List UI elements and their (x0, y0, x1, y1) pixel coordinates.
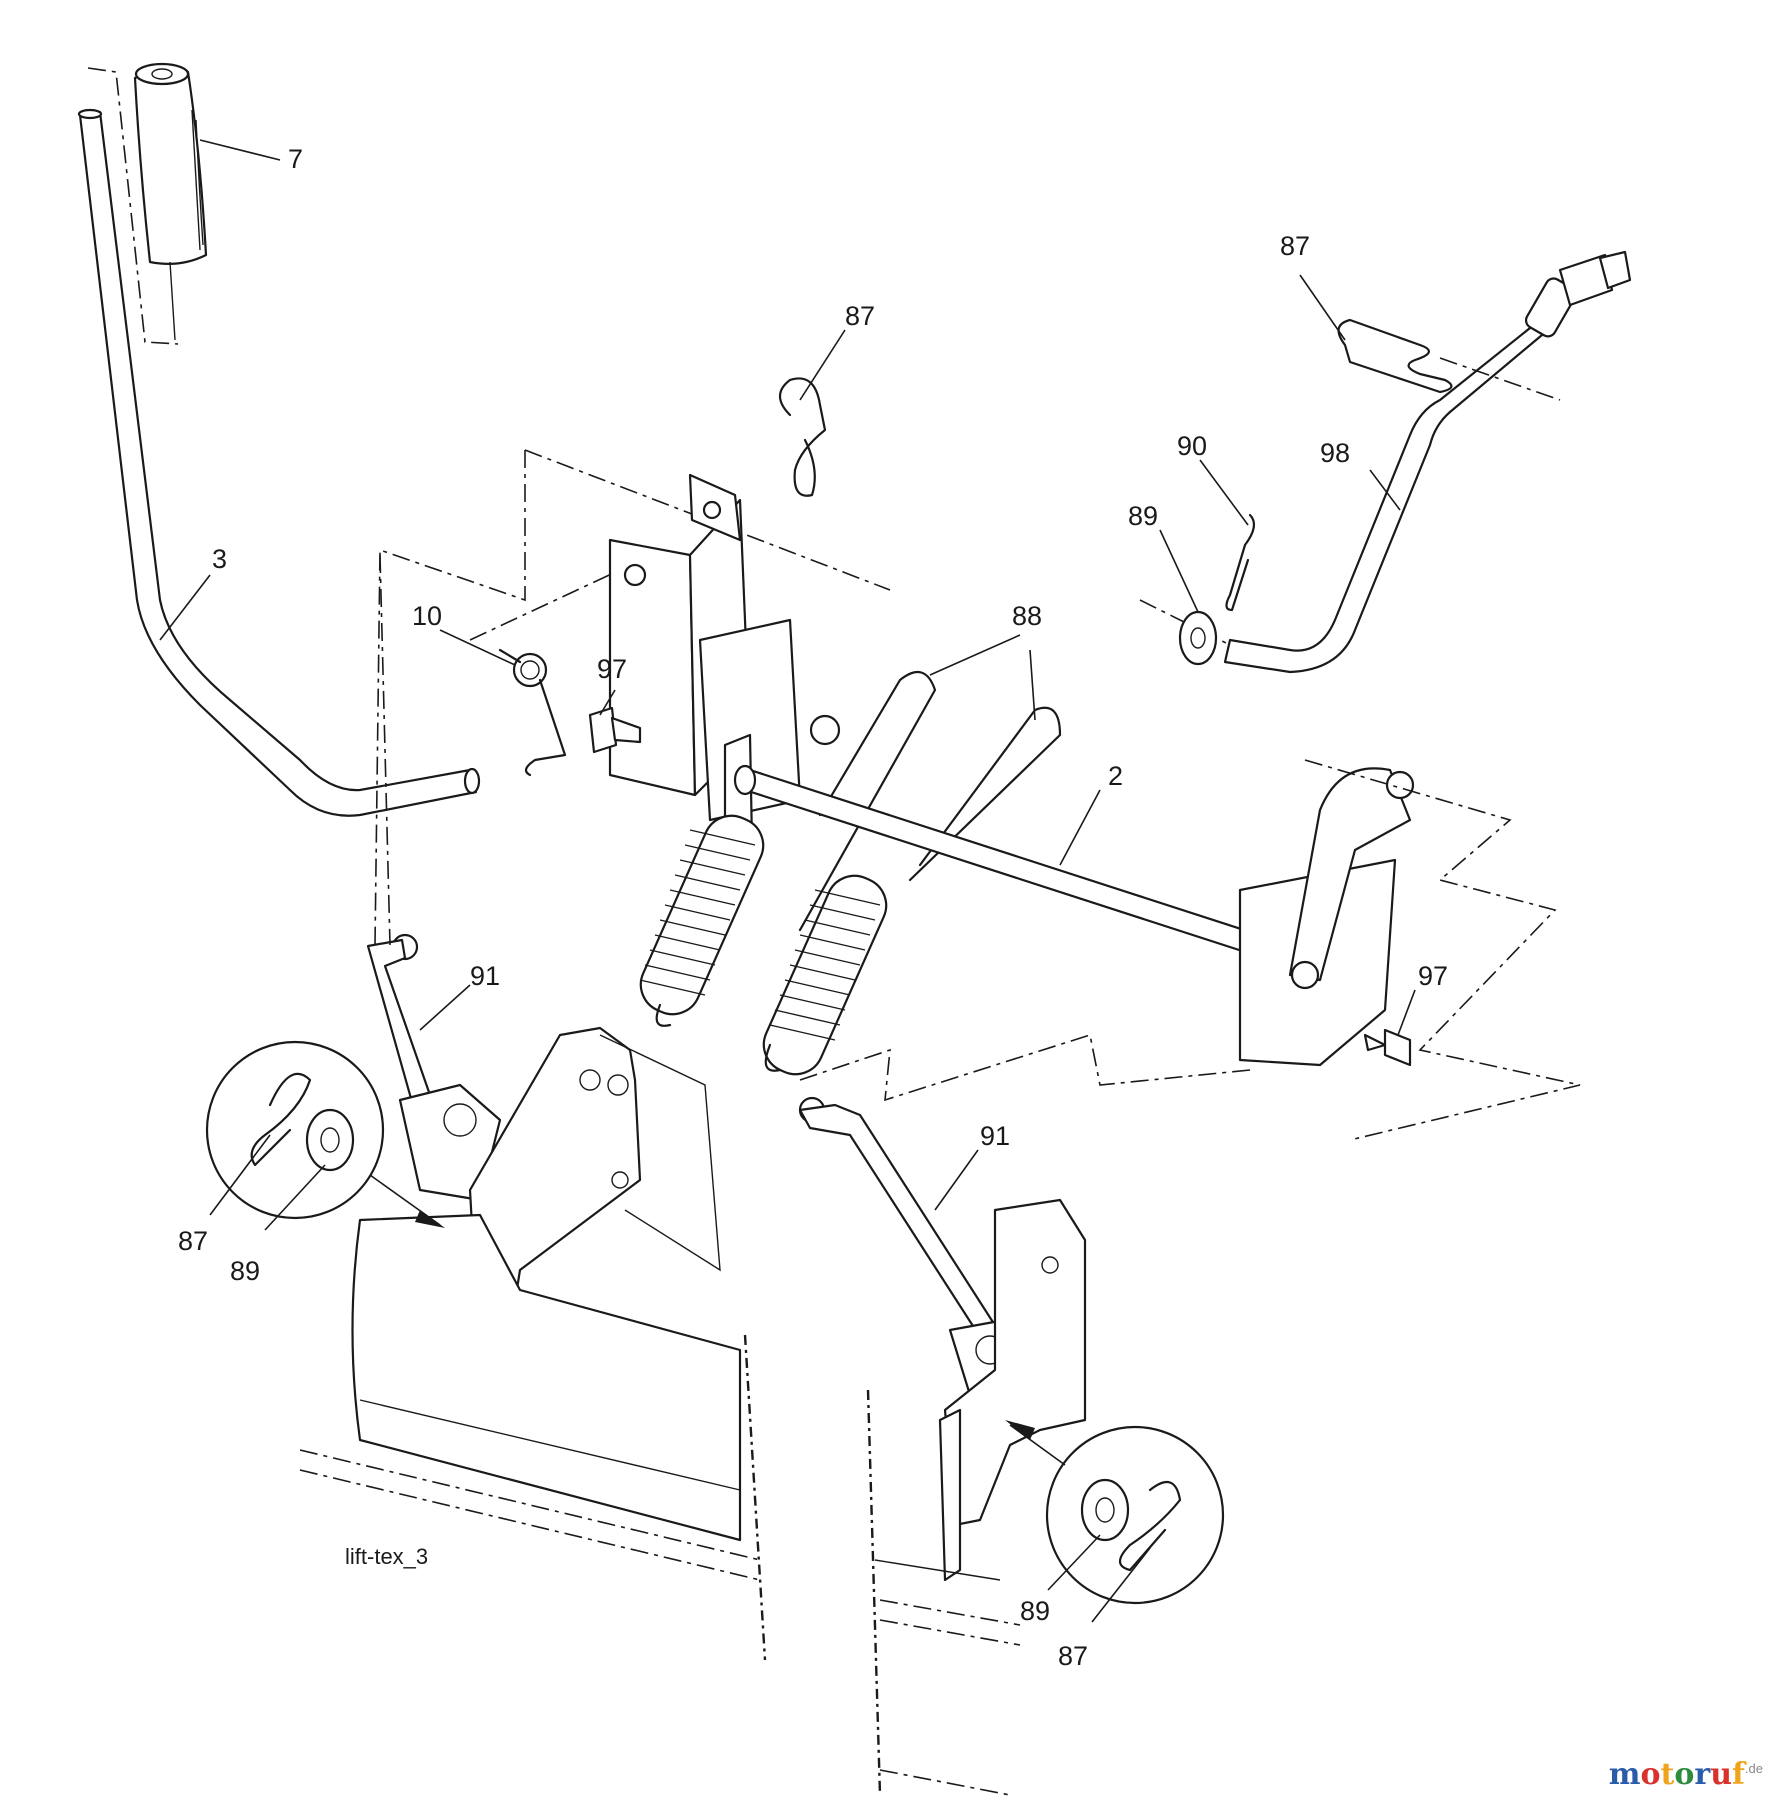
lift-lever (77, 108, 481, 817)
callout-89-inset-left: 89 (230, 1256, 260, 1286)
wm-letter: o (1640, 1757, 1661, 1792)
hairpin-clip-right (1337, 318, 1561, 401)
watermark-logo: motoruf.de (1609, 1757, 1763, 1792)
deck-plate-left (299, 1026, 767, 1661)
leader-lines (159, 139, 1416, 1623)
cotter-pin (1225, 513, 1256, 612)
spring-coil-right (762, 874, 888, 1076)
callout-90: 90 (1177, 431, 1207, 461)
callout-87-inset-left: 87 (178, 1226, 208, 1256)
inset-detail-left (205, 1040, 445, 1228)
wm-letter: u (1710, 1757, 1733, 1792)
callout-87-top: 87 (845, 301, 875, 331)
assembly-path-lines (379, 554, 1251, 1102)
wm-letter: f (1732, 1757, 1745, 1792)
wm-letter: m (1608, 1757, 1641, 1792)
callout-89-inset-right: 89 (1020, 1596, 1050, 1626)
callout-labels: 7 3 87 87 10 97 88 90 89 98 2 91 97 91 8… (178, 144, 1448, 1671)
bolt-left (588, 706, 642, 754)
callout-97-left: 97 (597, 654, 627, 684)
callout-91-left: 91 (470, 961, 500, 991)
diagram-reference-code: lift-tex_3 (345, 1544, 428, 1569)
callout-88: 88 (1012, 601, 1042, 631)
lift-shaft (733, 759, 1581, 1141)
callout-10: 10 (412, 601, 442, 631)
handle-grip (87, 62, 208, 345)
wm-suffix: .de (1744, 1761, 1763, 1776)
callout-97-right: 97 (1418, 961, 1448, 991)
callout-2: 2 (1108, 761, 1123, 791)
callout-98: 98 (1320, 438, 1350, 468)
adjust-rod (1139, 250, 1632, 674)
wm-letter: o (1674, 1757, 1695, 1792)
spring-coil-left (639, 814, 765, 1027)
extension-springs (639, 670, 1062, 1076)
mounting-bracket (374, 449, 891, 946)
hairpin-clip-top (778, 377, 827, 497)
inset-detail-right (1005, 1420, 1225, 1605)
callout-91-right: 91 (980, 1121, 1010, 1151)
callout-87-right: 87 (1280, 231, 1310, 261)
deck-plate-right (866, 1198, 1087, 1796)
washer-right (1178, 610, 1218, 666)
callout-87-inset-right: 87 (1058, 1641, 1088, 1671)
wm-letter: r (1694, 1757, 1711, 1792)
bolt-right (1363, 1028, 1412, 1067)
spring-small (469, 569, 621, 777)
wm-letter: t (1660, 1757, 1675, 1792)
callout-3: 3 (212, 544, 227, 574)
callout-7: 7 (288, 144, 303, 174)
callout-89-right: 89 (1128, 501, 1158, 531)
